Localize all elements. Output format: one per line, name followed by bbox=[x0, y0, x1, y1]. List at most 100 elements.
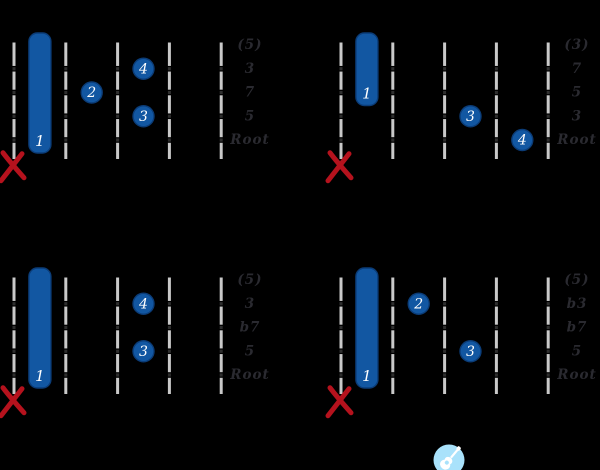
finger-number: 4 bbox=[517, 133, 527, 149]
finger-number: 4 bbox=[138, 296, 148, 312]
interval-label: 3 bbox=[572, 108, 582, 124]
guitar-icon bbox=[440, 446, 461, 470]
string-notch bbox=[391, 325, 395, 330]
string-notch bbox=[443, 114, 447, 118]
string-notch bbox=[391, 349, 395, 353]
fret-line-grid bbox=[339, 42, 550, 159]
finger-number: 2 bbox=[86, 85, 96, 101]
string-notch bbox=[167, 138, 171, 142]
fret-line-grid bbox=[339, 277, 550, 394]
string-notch bbox=[64, 67, 68, 71]
string-notch bbox=[167, 114, 171, 118]
finger-dot bbox=[132, 105, 155, 128]
string-notch bbox=[339, 349, 343, 353]
string-notch bbox=[167, 67, 171, 71]
string-notch bbox=[64, 349, 68, 353]
string-notch bbox=[546, 302, 550, 306]
string-notch bbox=[64, 325, 68, 330]
finger-dot bbox=[132, 340, 155, 363]
string-notch bbox=[443, 67, 447, 71]
mute-x-icon bbox=[0, 150, 27, 184]
barre-finger-number: 1 bbox=[362, 85, 372, 103]
finger-dot bbox=[80, 81, 103, 104]
string-notch bbox=[339, 373, 343, 377]
string-notch bbox=[116, 138, 120, 142]
mute-x-icon bbox=[325, 150, 354, 184]
string-notch bbox=[116, 373, 120, 377]
finger-dot bbox=[407, 292, 430, 315]
barre-finger bbox=[355, 267, 379, 389]
finger-number: 3 bbox=[139, 344, 148, 360]
finger-dot bbox=[132, 292, 155, 315]
string-notch bbox=[12, 138, 16, 142]
string-notch bbox=[219, 67, 223, 71]
string-notch bbox=[546, 67, 550, 71]
barre-finger-number: 1 bbox=[35, 132, 45, 150]
string-notch bbox=[494, 302, 498, 306]
string-notch bbox=[219, 138, 223, 142]
barre-finger bbox=[355, 32, 379, 107]
interval-label: (5) bbox=[564, 272, 589, 288]
string-notch bbox=[443, 90, 447, 95]
interval-label: b7 bbox=[240, 320, 261, 336]
string-notch bbox=[391, 67, 395, 71]
string-notch bbox=[546, 90, 550, 95]
string-notch bbox=[167, 349, 171, 353]
interval-label: b3 bbox=[567, 296, 588, 312]
string-notch bbox=[494, 325, 498, 330]
string-notch bbox=[64, 373, 68, 377]
finger-dot bbox=[132, 57, 155, 80]
string-notch bbox=[116, 90, 120, 95]
string-notch bbox=[12, 114, 16, 118]
interval-label: (3) bbox=[564, 37, 589, 53]
string-notch bbox=[494, 114, 498, 118]
string-notch bbox=[12, 90, 16, 95]
string-notch bbox=[443, 349, 447, 353]
string-notch bbox=[546, 138, 550, 142]
guitar-badge bbox=[433, 444, 465, 470]
fret-line-grid bbox=[12, 277, 223, 394]
string-notch bbox=[443, 373, 447, 377]
string-notch bbox=[12, 373, 16, 377]
string-notch bbox=[391, 138, 395, 142]
interval-label: 5 bbox=[572, 85, 582, 101]
interval-label: Root bbox=[229, 132, 269, 148]
interval-label: 5 bbox=[572, 343, 582, 359]
interval-label: 3 bbox=[245, 296, 255, 312]
fret-line-grid bbox=[12, 42, 223, 159]
string-notch bbox=[219, 114, 223, 118]
finger-number: 3 bbox=[466, 344, 475, 360]
string-notch bbox=[494, 90, 498, 95]
interval-label: 5 bbox=[245, 343, 255, 359]
string-notch bbox=[167, 90, 171, 95]
string-notch bbox=[12, 67, 16, 71]
string-notch bbox=[64, 114, 68, 118]
string-notch bbox=[494, 349, 498, 353]
finger-number: 3 bbox=[139, 109, 148, 125]
mute-x-icon bbox=[325, 385, 354, 419]
string-notch bbox=[546, 114, 550, 118]
string-notch bbox=[219, 349, 223, 353]
string-notch bbox=[167, 325, 171, 330]
interval-label: Root bbox=[556, 132, 596, 148]
string-notch bbox=[391, 90, 395, 95]
interval-label: 5 bbox=[245, 108, 255, 124]
barre-finger bbox=[28, 267, 52, 389]
string-notch bbox=[494, 138, 498, 142]
string-notch bbox=[12, 349, 16, 353]
barre-finger-number: 1 bbox=[35, 367, 45, 385]
string-notch bbox=[219, 90, 223, 95]
string-notch bbox=[116, 302, 120, 306]
string-notch bbox=[167, 302, 171, 306]
string-notch bbox=[391, 114, 395, 118]
string-notch bbox=[64, 138, 68, 142]
string-notch bbox=[494, 67, 498, 71]
interval-label: (5) bbox=[237, 272, 262, 288]
string-notch bbox=[64, 302, 68, 306]
